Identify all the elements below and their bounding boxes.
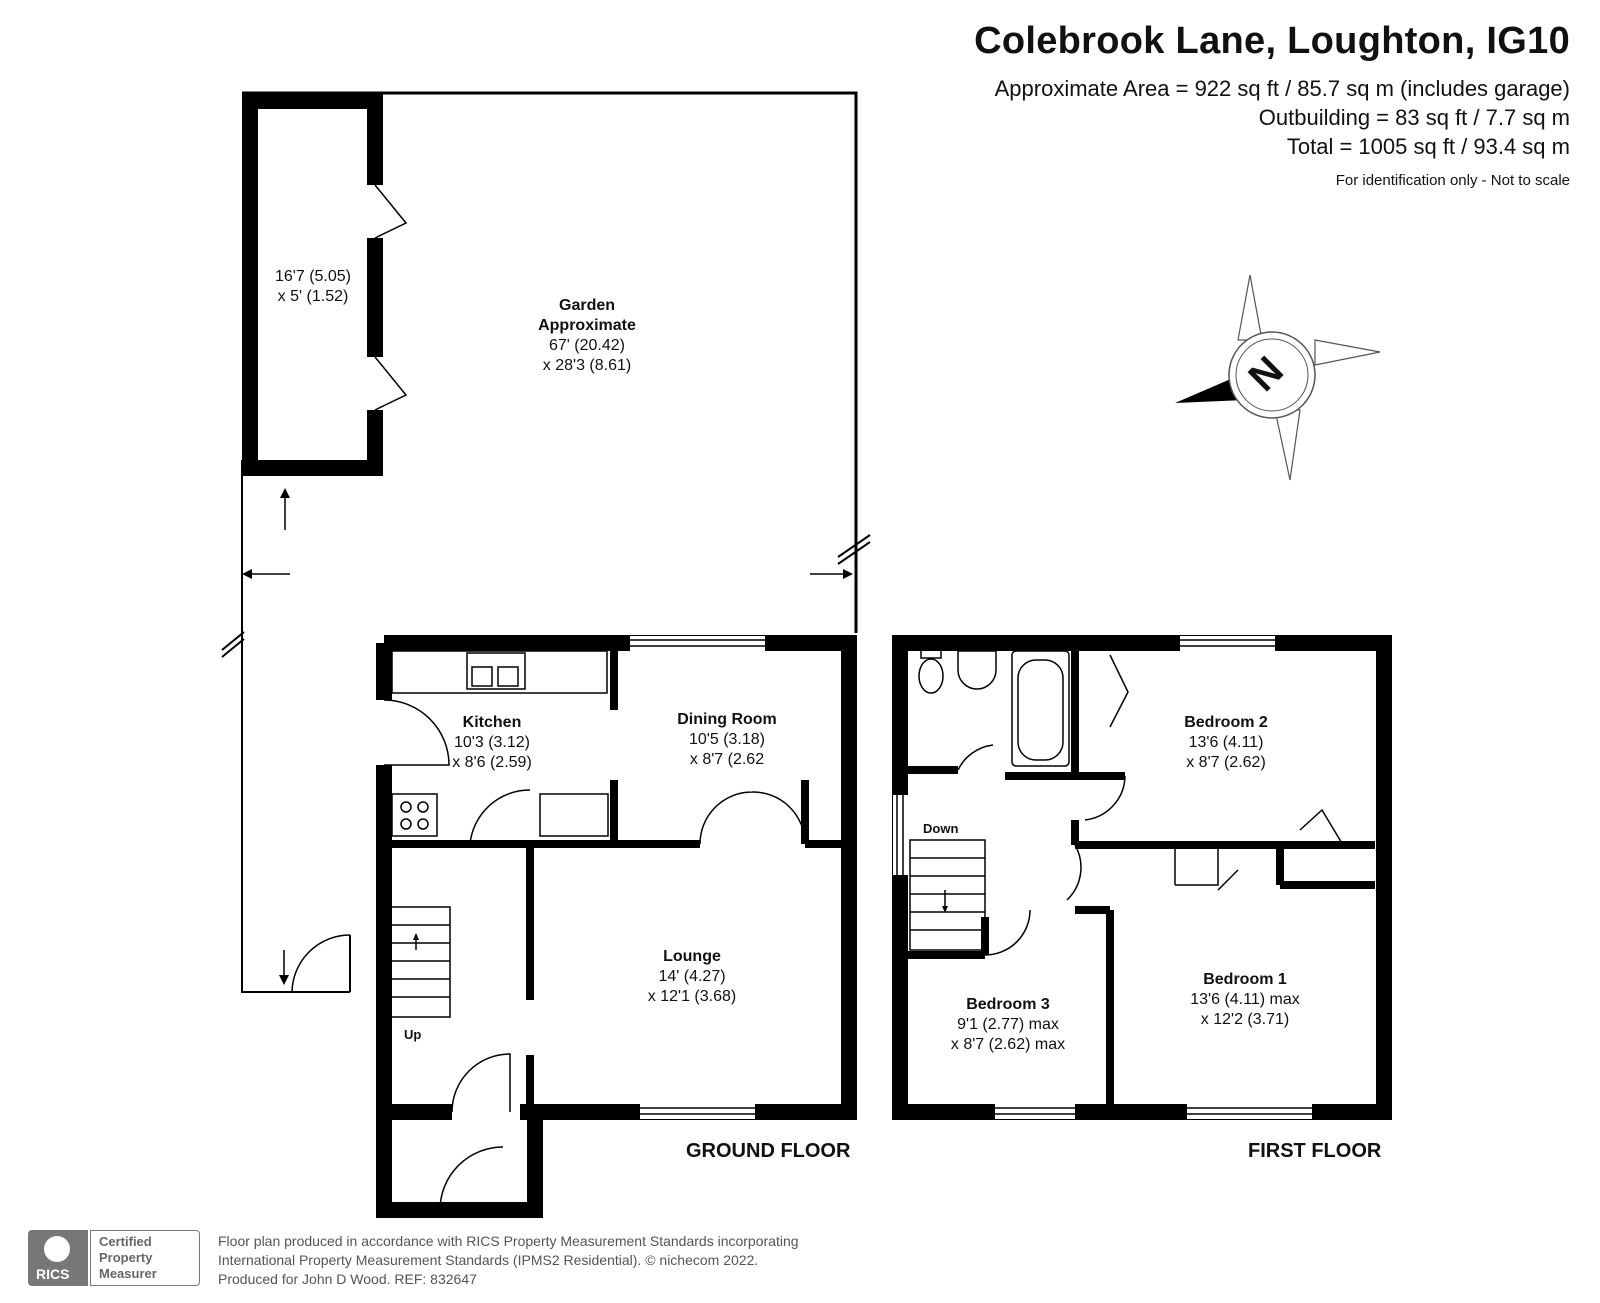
kitchen-name: Kitchen bbox=[462, 714, 522, 731]
bedroom2-label: Bedroom 2 13'6 (4.11) x 8'7 (2.62) bbox=[1184, 713, 1268, 773]
bedroom3-label: Bedroom 3 9'1 (2.77) max x 8'7 (2.62) ma… bbox=[951, 995, 1065, 1055]
dining-room-label: Dining Room 10'5 (3.18) x 8'7 (2.62 bbox=[677, 710, 777, 770]
footer-line3: Produced for John D Wood. REF: 832647 bbox=[218, 1271, 477, 1287]
dining-room-dim1: 10'5 (3.18) bbox=[688, 731, 765, 748]
footer-line2: International Property Measurement Stand… bbox=[218, 1252, 759, 1268]
basin-icon bbox=[957, 650, 997, 690]
bedroom2-dim1: 13'6 (4.11) bbox=[1188, 734, 1264, 751]
kitchen-dim2: x 8'6 (2.59) bbox=[452, 754, 532, 771]
bedroom3-dim1: 9'1 (2.77) max bbox=[957, 1016, 1059, 1033]
lounge-dim1: 14' (4.27) bbox=[658, 968, 726, 985]
bath-icon bbox=[1011, 650, 1070, 767]
footer-line1: Floor plan produced in accordance with R… bbox=[218, 1233, 799, 1249]
outbuilding-area: Outbuilding = 83 sq ft / 7.7 sq m bbox=[1258, 105, 1570, 130]
first-floor-label: FIRST FLOOR bbox=[1248, 1140, 1382, 1162]
bedroom3-dim2: x 8'7 (2.62) max bbox=[950, 1036, 1066, 1053]
badge-certified: Certified bbox=[99, 1234, 152, 1249]
approximate-area: Approximate Area = 922 sq ft / 85.7 sq m… bbox=[994, 76, 1570, 101]
bedroom1-name: Bedroom 1 bbox=[1203, 971, 1287, 988]
ground-floor-label: GROUND FLOOR bbox=[686, 1140, 851, 1162]
rics-badge: RICS Certified Property Measurer bbox=[28, 1230, 224, 1286]
lounge-name: Lounge bbox=[663, 948, 721, 965]
hob-icon bbox=[391, 793, 438, 837]
outbuilding-dim1: 16'7 (5.05) bbox=[275, 268, 351, 285]
garden-dim1: 67' (20.42) bbox=[548, 337, 625, 354]
property-title: Colebrook Lane, Loughton, IG10 bbox=[974, 20, 1570, 62]
outbuilding-label: 16'7 (5.05) x 5' (1.52) bbox=[275, 267, 351, 307]
sink-icon bbox=[466, 652, 526, 690]
dining-room-dim2: x 8'7 (2.62 bbox=[689, 751, 765, 768]
footer-notes: Floor plan produced in accordance with R… bbox=[218, 1232, 799, 1289]
disclaimer: For identification only - Not to scale bbox=[1335, 172, 1570, 189]
garden-label: Garden Approximate 67' (20.42) x 28'3 (8… bbox=[538, 296, 636, 376]
garden-dim2: x 28'3 (8.61) bbox=[542, 357, 632, 374]
rics-logo-icon bbox=[44, 1236, 70, 1262]
kitchen-dim1: 10'3 (3.12) bbox=[453, 734, 530, 751]
badge-property: Property bbox=[99, 1250, 153, 1265]
dining-room-name: Dining Room bbox=[677, 711, 777, 728]
compass-rose bbox=[1175, 274, 1381, 481]
garden-approximate: Approximate bbox=[538, 317, 636, 334]
outbuilding-dim2: x 5' (1.52) bbox=[277, 288, 349, 305]
toilet-icon bbox=[918, 658, 944, 694]
side-path-boundary bbox=[241, 460, 350, 993]
garden-boundary bbox=[242, 91, 858, 633]
bedroom3-name: Bedroom 3 bbox=[966, 996, 1050, 1013]
stairs-up-label: Up bbox=[404, 1027, 422, 1042]
lounge-label: Lounge 14' (4.27) x 12'1 (3.68) bbox=[648, 947, 736, 1007]
lounge-dim2: x 12'1 (3.68) bbox=[647, 988, 737, 1005]
bedroom2-dim2: x 8'7 (2.62) bbox=[1186, 754, 1266, 771]
stairs-down-label: Down bbox=[923, 821, 959, 836]
kitchen-label: Kitchen 10'3 (3.12) x 8'6 (2.59) bbox=[452, 713, 532, 773]
rics-org: RICS bbox=[36, 1266, 70, 1282]
garden-name: Garden bbox=[558, 297, 616, 314]
bedroom1-label: Bedroom 1 13'6 (4.11) max x 12'2 (3.71) bbox=[1190, 970, 1299, 1030]
outbuilding-walls bbox=[242, 93, 383, 476]
total-area: Total = 1005 sq ft / 93.4 sq m bbox=[1286, 134, 1570, 159]
bedroom2-name: Bedroom 2 bbox=[1184, 714, 1268, 731]
bedroom1-dim2: x 12'2 (3.71) bbox=[1200, 1011, 1290, 1028]
bedroom1-dim1: 13'6 (4.11) max bbox=[1190, 991, 1300, 1008]
badge-measurer: Measurer bbox=[99, 1266, 157, 1281]
